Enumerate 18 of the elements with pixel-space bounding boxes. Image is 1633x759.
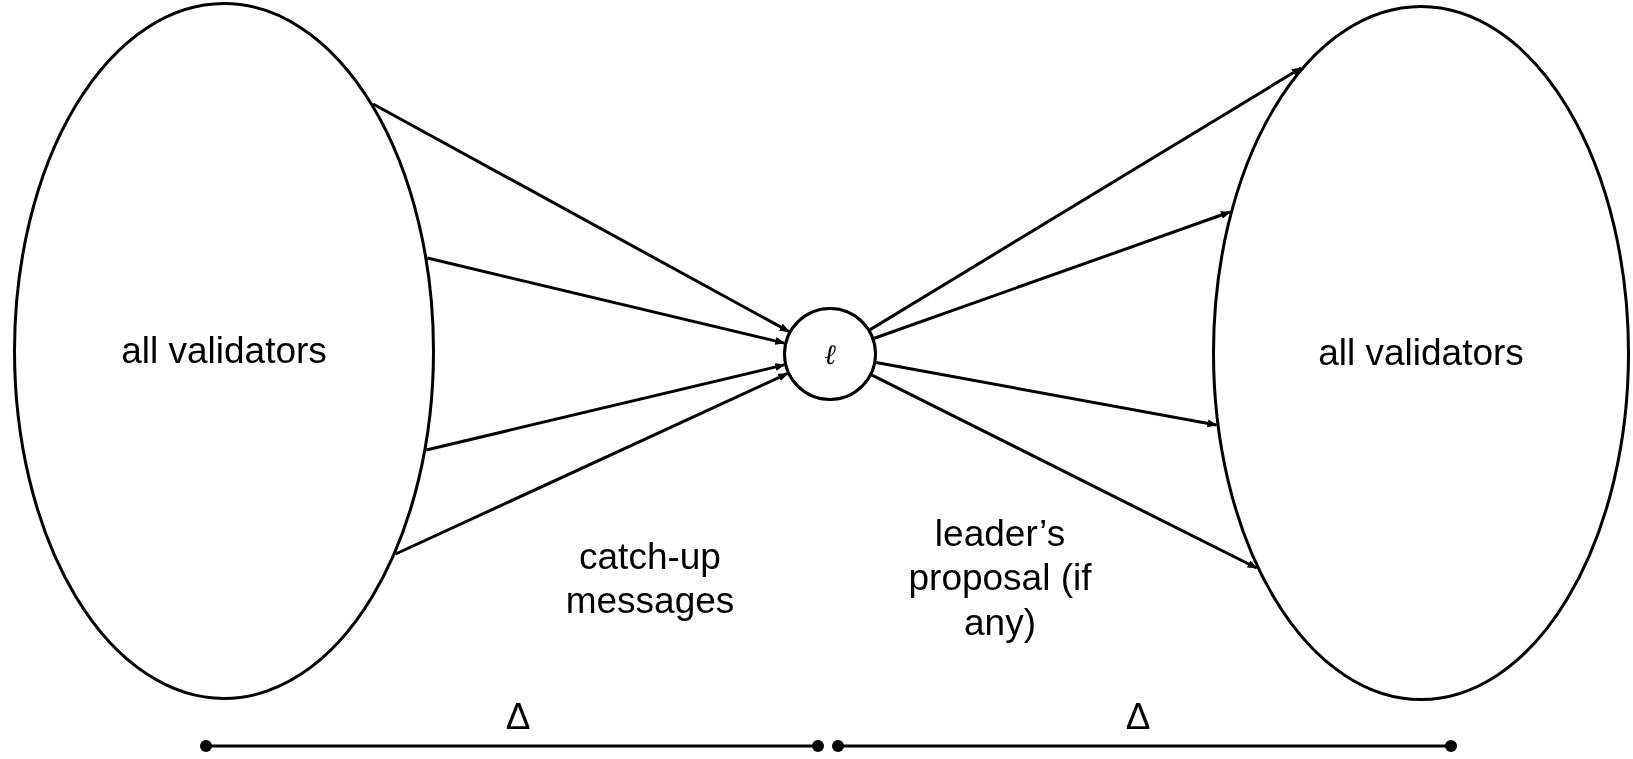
annotation-text: catch-up messages (564, 535, 736, 624)
annotation-text: leader’s proposal (if any) (907, 512, 1093, 645)
node-label: all validators (1318, 332, 1524, 374)
group-ellipse (13, 2, 435, 700)
arrow (873, 210, 1231, 340)
node-circle (783, 307, 877, 401)
group-ellipse (1212, 5, 1630, 701)
arrow (372, 102, 790, 333)
arrow (871, 373, 1258, 570)
dimension-label: Δ (504, 695, 532, 739)
dimension-label: Δ (1124, 695, 1152, 739)
arrow (395, 372, 789, 556)
arrow (875, 361, 1218, 428)
arrow (427, 256, 786, 345)
arrow (869, 66, 1302, 331)
arrow (426, 363, 786, 452)
leader-symbol: ℓ (824, 337, 836, 371)
node-label: all validators (121, 330, 327, 372)
